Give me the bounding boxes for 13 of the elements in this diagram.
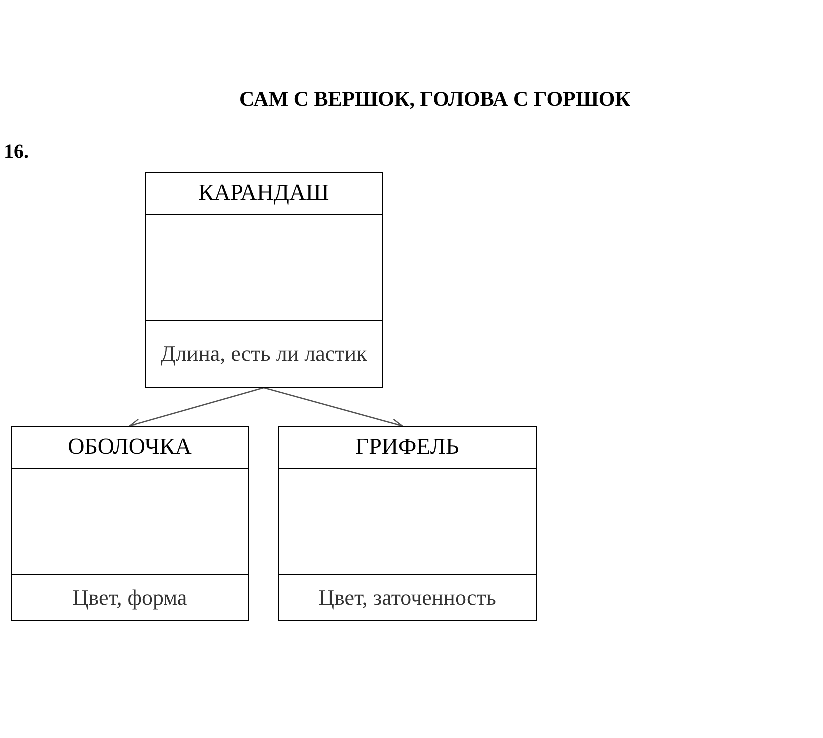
arrow bbox=[264, 387, 403, 428]
title: САМ С ВЕРШОК, ГОЛОВА С ГОРШОК bbox=[238, 86, 632, 113]
exercise-number: 16. bbox=[4, 140, 29, 165]
arrow bbox=[129, 387, 264, 428]
class-box bbox=[11, 426, 249, 621]
class-name: ГРИФЕЛЬ bbox=[356, 433, 460, 462]
class-box bbox=[145, 172, 383, 388]
class-name: ОБОЛОЧКА bbox=[68, 433, 192, 462]
class-name: КАРАНДАШ bbox=[198, 179, 330, 208]
class-box bbox=[278, 426, 537, 621]
attribute-text: Цвет, заточенность bbox=[318, 584, 496, 612]
attribute-text: Цвет, форма bbox=[72, 584, 188, 612]
attribute-text: Длина, есть ли ластик bbox=[160, 340, 368, 368]
